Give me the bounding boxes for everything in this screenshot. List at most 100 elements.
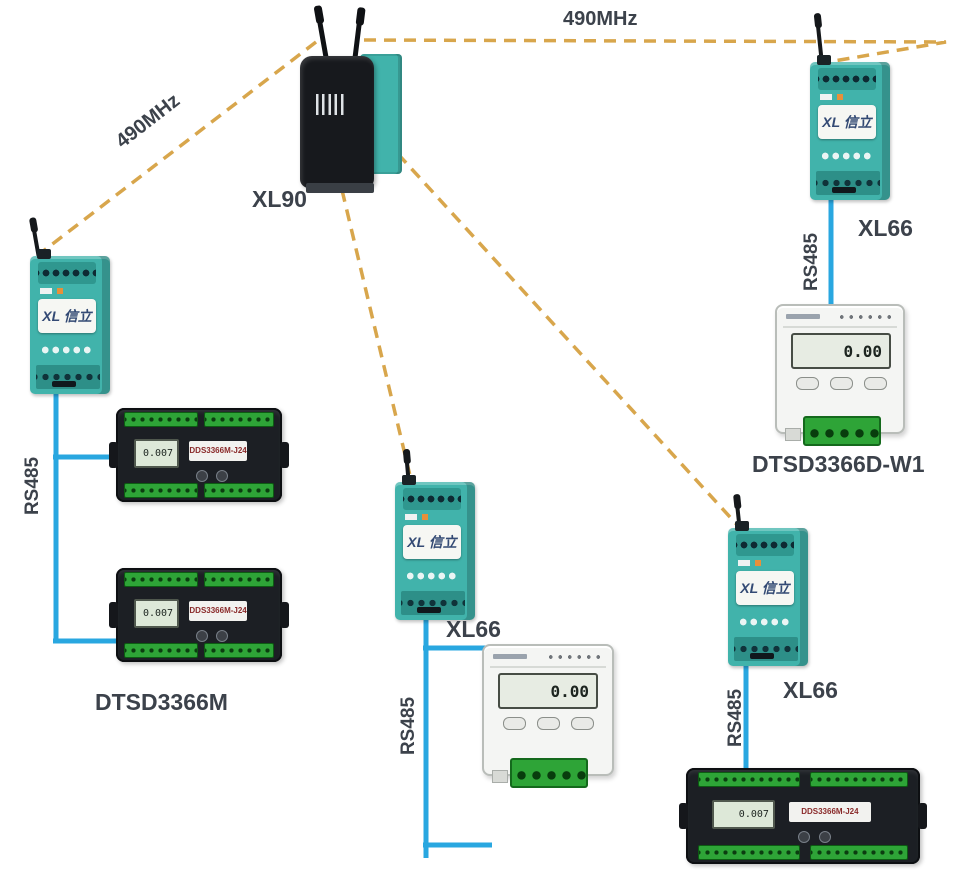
- terminal-row: [736, 534, 794, 556]
- mounting-ear: [679, 803, 688, 829]
- din-clip: [492, 770, 508, 783]
- terminal-block: [401, 591, 465, 615]
- white-meter-right: 0.00: [775, 304, 905, 446]
- antenna-icon: [315, 8, 329, 61]
- wireless-link-left: [40, 40, 318, 254]
- vent-slots: [316, 94, 344, 115]
- terminal-strip: [810, 845, 908, 860]
- xl90-body: [300, 56, 374, 193]
- terminal-block: [816, 171, 880, 195]
- lcd-display: 0.00: [791, 333, 891, 369]
- terminal-strip: [124, 572, 198, 587]
- xl90-device: [298, 6, 406, 198]
- lcd-display: 0.007: [711, 799, 775, 830]
- din-slot: [750, 653, 774, 659]
- button-row: [793, 377, 889, 390]
- rs485-bus-middle: [423, 614, 492, 858]
- button-row: [500, 717, 596, 730]
- mounting-ear: [280, 602, 289, 628]
- white-meter-middle: 0.00: [482, 644, 614, 788]
- brand-mark: [493, 654, 527, 659]
- device-body: XL 信立: [728, 521, 808, 666]
- terminal-block: [734, 637, 798, 661]
- rs485-label-left: RS485: [22, 456, 44, 516]
- dark-meter-2: 0.007 DDS3366M-J24: [109, 568, 289, 662]
- model-sticker: DDS3366M-J24: [189, 600, 248, 621]
- antenna-mount: [817, 55, 831, 65]
- xl-radio-right-top: XL 信立: [810, 16, 890, 200]
- meter-button: [819, 831, 832, 844]
- status-led: [738, 560, 770, 566]
- vent-holes: [835, 313, 893, 321]
- terminal-holes: [736, 612, 790, 632]
- meter-button: [829, 377, 853, 390]
- device-body: XL 信立: [30, 249, 110, 394]
- meter-button: [195, 630, 208, 643]
- terminal-holes: [403, 566, 457, 586]
- din-slot: [52, 381, 76, 387]
- device-base: [306, 183, 374, 193]
- lcd-display: 0.00: [498, 673, 598, 709]
- xl66-label-middle: XL66: [446, 616, 501, 642]
- device-sticker: XL 信立: [38, 299, 96, 333]
- status-led: [40, 288, 72, 294]
- xl-radio-middle: XL 信立: [395, 451, 475, 620]
- wireless-link-middle: [340, 189, 414, 485]
- terminal-row: [818, 68, 876, 90]
- meter-button: [215, 470, 228, 483]
- terminal-row: [403, 488, 461, 510]
- terminal-block: [510, 758, 588, 788]
- mounting-ear: [109, 442, 118, 468]
- xl-radio-right-bottom: XL 信立: [728, 496, 808, 666]
- terminal-strip: [697, 845, 801, 860]
- white-meter-label: DTSD3366D-W1: [752, 451, 925, 477]
- lcd-display: 0.007: [134, 439, 180, 469]
- mounting-ear: [109, 602, 118, 628]
- rs485-label-middle: RS485: [398, 696, 420, 756]
- rs485-bus-left: [53, 392, 117, 644]
- meter-button: [795, 377, 819, 390]
- wireless-link-bottom-right: [396, 152, 742, 530]
- dark-meter-label: DTSD3366M: [95, 689, 228, 715]
- terminal-strip: [124, 483, 198, 498]
- xl66-label-right-bottom: XL66: [783, 677, 838, 703]
- device-body: XL 信立: [810, 55, 890, 200]
- terminal-block: [803, 416, 881, 446]
- vent-holes: [544, 653, 602, 661]
- dark-meter-1: 0.007 DDS3366M-J24: [109, 408, 289, 502]
- xl-radio-left: XL 信立: [30, 220, 110, 394]
- panel-line: [783, 326, 897, 328]
- lcd-display: 0.007: [134, 599, 180, 629]
- terminal-strip: [203, 643, 275, 658]
- device-sticker: XL 信立: [736, 571, 794, 605]
- freq-label-top: 490MHz: [563, 8, 638, 30]
- rs485-label-right-bottom: RS485: [725, 688, 747, 748]
- mounting-ear: [918, 803, 927, 829]
- din-slot: [417, 607, 441, 613]
- meter-button: [195, 470, 208, 483]
- device-sticker: XL 信立: [818, 105, 876, 139]
- xl90-label: XL90: [252, 186, 307, 212]
- meter-button: [536, 717, 560, 730]
- dark-meter-3: 0.007 DDS3366M-J24: [679, 768, 927, 864]
- din-slot: [832, 187, 856, 193]
- terminal-strip: [203, 412, 275, 427]
- terminal-strip: [124, 412, 198, 427]
- terminal-strip: [203, 483, 275, 498]
- wireless-link-top-right: [363, 38, 947, 64]
- terminal-strip: [810, 772, 908, 787]
- mounting-ear: [280, 442, 289, 468]
- meter-button: [215, 630, 228, 643]
- antenna-mount: [735, 521, 749, 531]
- antenna-mount: [37, 249, 51, 259]
- meter-button: [502, 717, 526, 730]
- terminal-strip: [203, 572, 275, 587]
- rs485-label-right-top: RS485: [801, 232, 823, 292]
- terminal-holes: [818, 146, 872, 166]
- panel-line: [490, 666, 606, 668]
- xl66-label-right-top: XL66: [858, 215, 913, 241]
- meter-button: [798, 831, 811, 844]
- meter-button: [863, 377, 887, 390]
